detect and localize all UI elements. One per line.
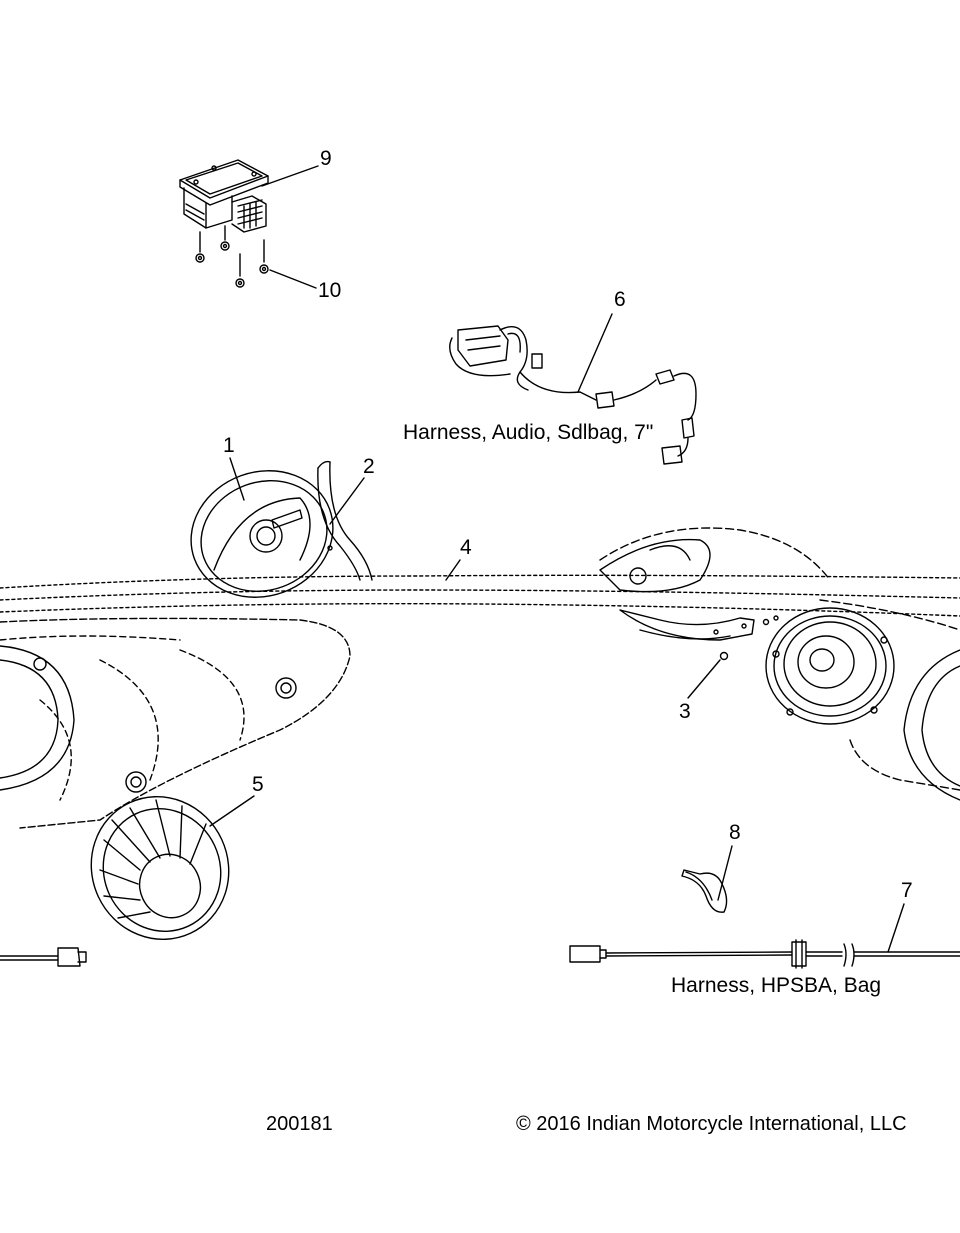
callout-2: 2 — [363, 455, 375, 478]
cable-tie — [681, 869, 728, 913]
leader-2 — [329, 477, 365, 525]
callout-7: 7 — [901, 879, 913, 902]
leader-10 — [269, 269, 317, 289]
leader-1 — [229, 457, 245, 501]
callout-3: 3 — [679, 700, 691, 723]
screw — [719, 615, 779, 661]
right-saddlebag — [599, 527, 960, 791]
figure-number: 200181 — [266, 1113, 333, 1135]
leader-3 — [687, 659, 721, 699]
callout-4: 4 — [460, 536, 472, 559]
callout-9: 9 — [320, 147, 332, 170]
leader-4 — [445, 559, 461, 581]
callout-8: 8 — [729, 821, 741, 844]
seal-strip — [317, 460, 373, 581]
callout-6: 6 — [614, 288, 626, 311]
audio-harness — [449, 325, 697, 465]
caption-hpsba-harness: Harness, HPSBA, Bag — [671, 974, 882, 997]
leader-7 — [887, 903, 905, 953]
callout-5: 5 — [252, 773, 264, 796]
speaker — [765, 607, 895, 725]
callout-10: 10 — [318, 279, 342, 302]
leader-8 — [717, 845, 733, 901]
left-saddlebag — [0, 617, 351, 829]
amplifier-module — [179, 159, 269, 233]
leader-5 — [209, 795, 255, 827]
trim-strip — [0, 574, 960, 617]
callout-1: 1 — [223, 434, 235, 457]
left-connector — [0, 947, 87, 967]
hpsba-harness — [569, 939, 960, 969]
caption-audio-harness: Harness, Audio, Sdlbag, 7" — [403, 421, 654, 444]
leader-6 — [577, 313, 613, 393]
nuts — [195, 225, 269, 288]
copyright-notice: © 2016 Indian Motorcycle International, … — [516, 1113, 907, 1135]
speaker-housing — [90, 795, 230, 941]
speaker-grille — [190, 470, 334, 598]
right-bag-speaker-ring — [903, 649, 960, 801]
leader-9 — [261, 165, 319, 187]
